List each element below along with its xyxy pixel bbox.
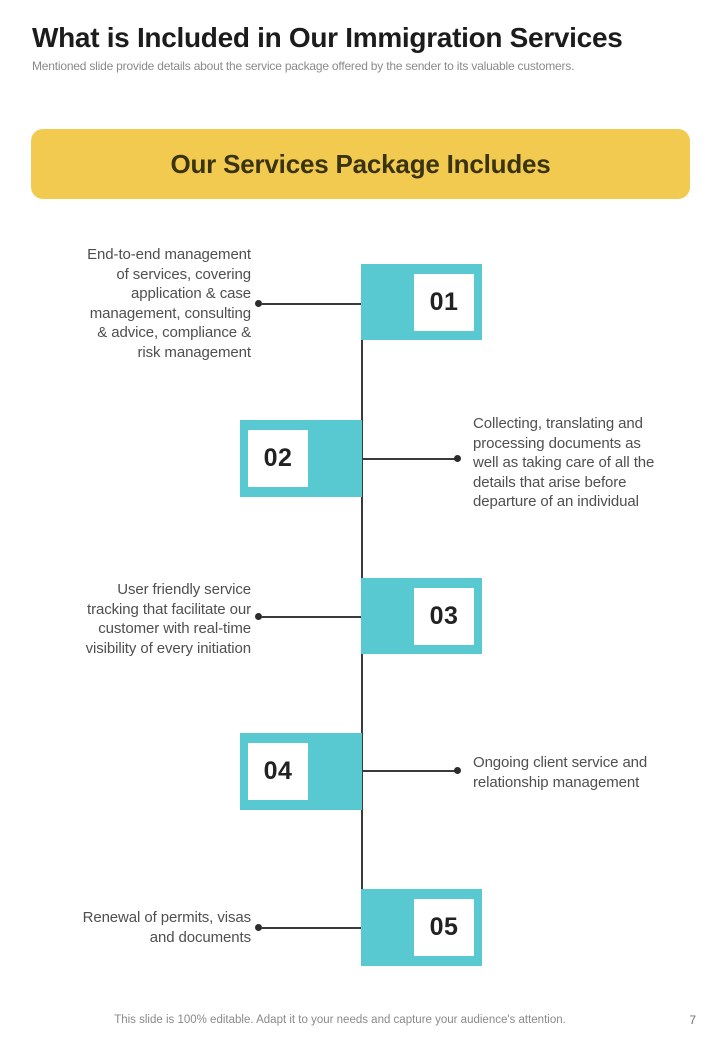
item-01-connector-line: [261, 303, 362, 305]
item-01-connector-dot: [255, 300, 262, 307]
item-05-connector-dot: [255, 924, 262, 931]
item-04-description: Ongoing client service and relationship …: [473, 754, 648, 791]
services-banner-label: Our Services Package Includes: [170, 148, 551, 179]
item-01-number-badge: 01: [414, 274, 474, 331]
item-04-connector-line: [362, 770, 456, 772]
item-02-number-badge: 02: [248, 430, 308, 487]
services-banner: Our Services Package Includes: [31, 129, 690, 199]
item-03-box: 03: [361, 578, 482, 654]
item-01-description: End-to-end management of services, cover…: [87, 246, 251, 361]
page-subtitle: Mentioned slide provide details about th…: [32, 59, 575, 73]
item-03-description: User friendly service tracking that faci…: [85, 581, 252, 657]
footer-note: This slide is 100% editable. Adapt it to…: [114, 1014, 566, 1026]
item-03-connector-dot: [255, 613, 262, 620]
item-03-number-badge: 03: [414, 588, 474, 645]
item-04-connector-dot: [454, 767, 461, 774]
page-title: What is Included in Our Immigration Serv…: [32, 22, 623, 53]
item-05-connector-line: [261, 927, 362, 929]
item-04-number-badge: 04: [248, 743, 308, 800]
item-03-connector-line: [261, 616, 362, 618]
page-number: 7: [689, 1013, 696, 1027]
item-01-box: 01: [361, 264, 482, 340]
item-02-description: Collecting, translating and processing d…: [473, 415, 655, 510]
item-02-connector-line: [362, 458, 456, 460]
item-05-description: Renewal of permits, visas and documents: [82, 909, 252, 946]
item-05-number-badge: 05: [414, 899, 474, 956]
item-02-connector-dot: [454, 455, 461, 462]
item-04-box: 04: [240, 733, 362, 810]
item-02-box: 02: [240, 420, 362, 497]
item-05-box: 05: [361, 889, 482, 966]
